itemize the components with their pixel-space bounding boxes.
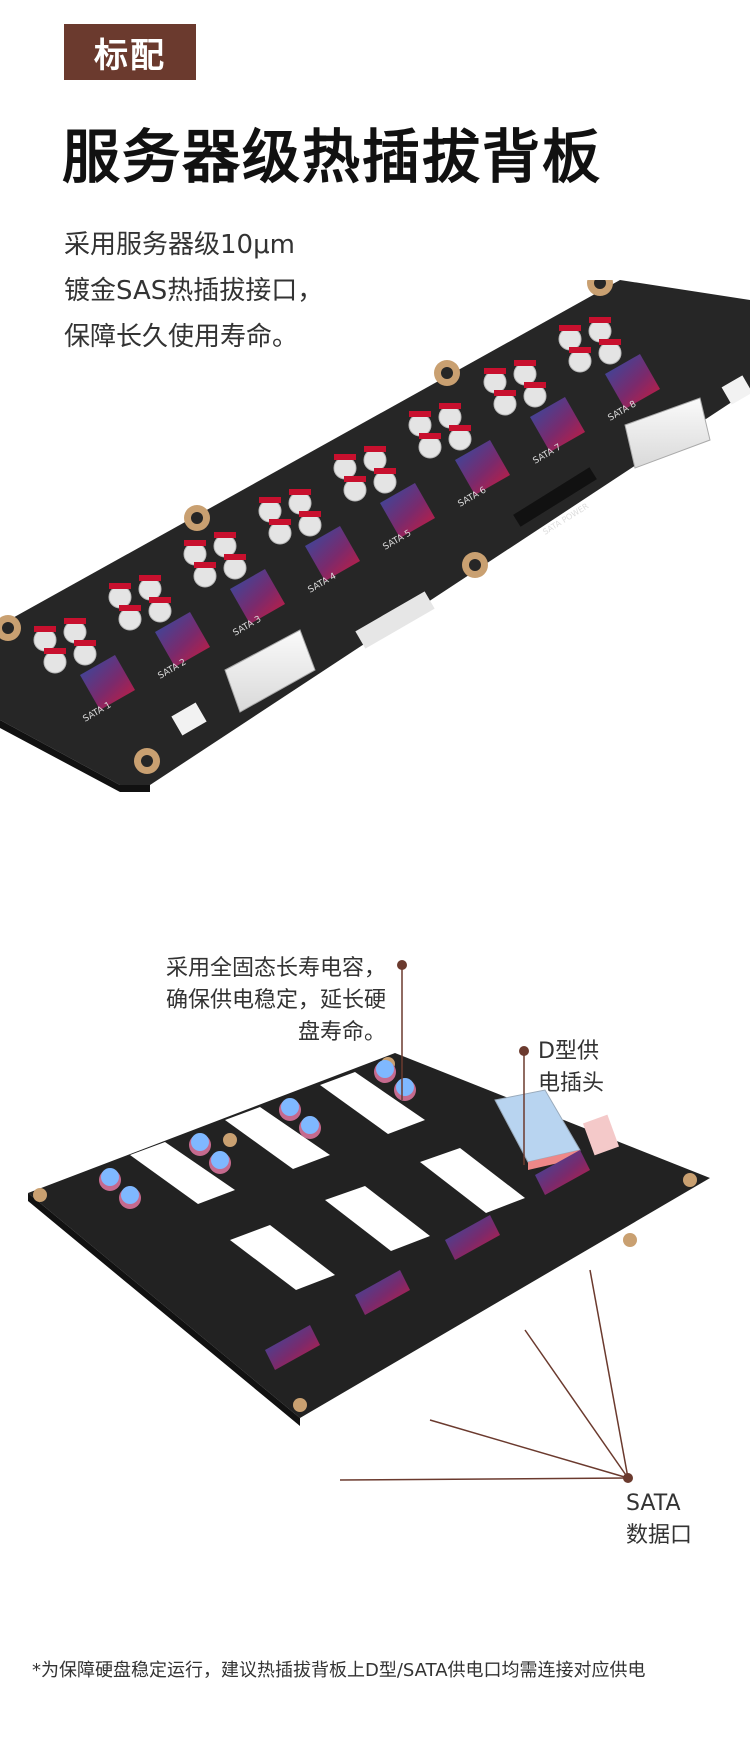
capacitor	[138, 577, 162, 601]
capacitor	[493, 392, 517, 416]
capacitor	[568, 349, 592, 373]
capacitor	[148, 599, 172, 623]
molex-connector	[224, 629, 316, 713]
sata-bay: SATA 1	[33, 618, 135, 725]
capacitor	[258, 499, 282, 523]
capacitor	[108, 585, 132, 609]
callout-line: 采用全固态长寿电容，	[165, 956, 386, 981]
molex-connector	[624, 397, 711, 469]
capacitor	[213, 534, 237, 558]
capacitor	[333, 456, 357, 480]
d-power-callout: D型供 电插头	[538, 1036, 604, 1100]
sata-bay: SATA 8	[558, 317, 660, 424]
capacitor-callout: 采用全固态长寿电容， 确保供电稳定，延长硬 盘寿命。	[166, 953, 386, 1049]
capacitor	[408, 413, 432, 437]
backplane-5bay-image	[28, 1053, 710, 1426]
callout-line: SATA	[626, 1491, 681, 1516]
callout-line: 盘寿命。	[297, 1020, 386, 1045]
capacitor	[33, 628, 57, 652]
capacitor	[118, 607, 142, 631]
capacitor	[558, 327, 582, 351]
capacitor	[513, 362, 537, 386]
capacitor	[223, 556, 247, 580]
sata-port	[230, 569, 285, 624]
description-line: 镀金SAS热插拔接口，	[64, 276, 324, 306]
capacitor	[598, 341, 622, 365]
capacitor	[183, 542, 207, 566]
callout-line: 电插头	[538, 1071, 605, 1096]
page-title: 服务器级热插拔背板	[62, 123, 603, 191]
capacitor	[523, 384, 547, 408]
capacitor-group	[99, 1060, 416, 1209]
description-line: 保障长久使用寿命。	[64, 322, 299, 352]
footnote: *为保障硬盘稳定运行，建议热插拔背板上D型/SATA供电口均需连接对应供电	[32, 1660, 646, 1681]
capacitor	[373, 470, 397, 494]
capacitor	[73, 642, 97, 666]
category-badge: 标配	[64, 24, 196, 80]
sata-data-callout: SATA 数据口	[626, 1488, 692, 1552]
sata-port	[535, 1150, 590, 1195]
capacitor	[268, 521, 292, 545]
sata-port	[155, 612, 210, 667]
sata-port	[380, 483, 435, 538]
sata-port	[305, 526, 360, 581]
callout-line: D型供	[538, 1039, 599, 1064]
capacitor	[418, 435, 442, 459]
description-line: 采用服务器级10μm	[64, 230, 295, 260]
sata-bay: SATA 5	[333, 446, 435, 553]
capacitor	[43, 650, 67, 674]
sata-port	[355, 1270, 410, 1315]
feature-description: 采用服务器级10μm 镀金SAS热插拔接口， 保障长久使用寿命。	[64, 222, 323, 360]
capacitor	[438, 405, 462, 429]
capacitor	[363, 448, 387, 472]
capacitor	[588, 319, 612, 343]
sata-port	[265, 1325, 320, 1370]
sata-port-group	[265, 1150, 590, 1370]
capacitor	[343, 478, 367, 502]
sata-port	[445, 1215, 500, 1260]
sata-port	[530, 397, 585, 452]
capacitor	[483, 370, 507, 394]
sata-bay: SATA 2	[108, 575, 210, 682]
capacitor	[288, 491, 312, 515]
capacitor	[448, 427, 472, 451]
capacitor	[298, 513, 322, 537]
callout-line: 确保供电稳定，延长硬	[165, 988, 386, 1013]
capacitor	[193, 564, 217, 588]
sata-port	[80, 655, 135, 710]
capacitor	[63, 620, 87, 644]
sata-port	[605, 354, 660, 409]
callout-line: 数据口	[626, 1523, 693, 1548]
sata-port	[455, 440, 510, 495]
